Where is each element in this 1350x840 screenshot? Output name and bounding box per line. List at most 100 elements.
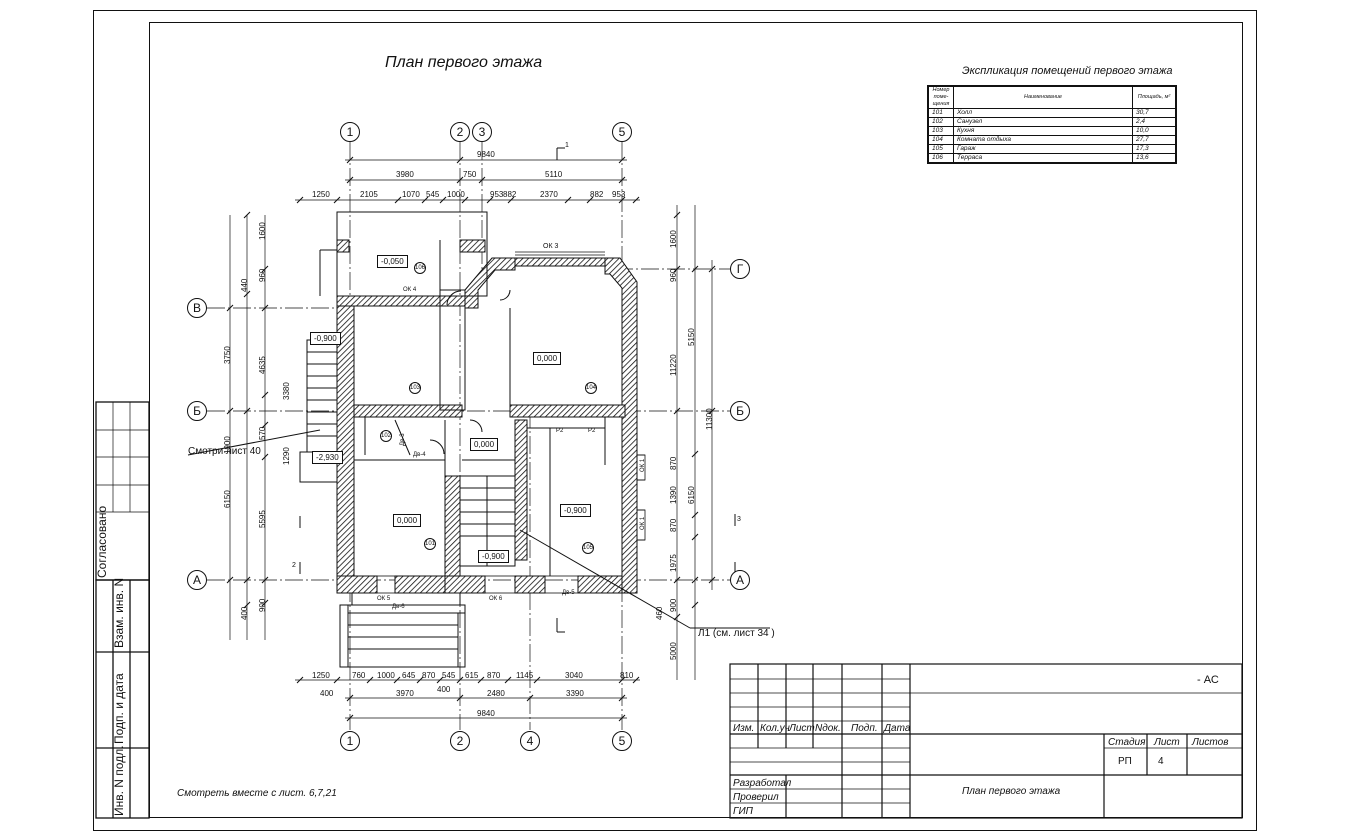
axis-marker-left-b: Б [187, 401, 207, 421]
dim-bottom-total: 9840 [477, 709, 495, 718]
axis-marker-top-1: 1 [340, 122, 360, 142]
dim-top-total: 9840 [477, 150, 495, 159]
dim-right-outer: 1600 [669, 230, 678, 248]
dim-bottom-row1: 3040 [565, 671, 583, 680]
dim-left-outer: 3750 [223, 346, 232, 364]
dim-top-row2: 2370 [540, 190, 558, 199]
window-label: ОК 4 [403, 287, 417, 293]
dim-top-row2: 882 [503, 190, 517, 199]
dim-bottom-row2: 3390 [566, 689, 584, 698]
gip-label: ГИП [733, 806, 753, 817]
dim-right-inner: 460 [655, 606, 664, 620]
room-marker-101: 101 [424, 538, 436, 550]
footnote: Смотреть вместе с лист. 6,7,21 [177, 788, 337, 799]
dim-left-outer: 440 [240, 278, 249, 292]
axis-marker-bottom-1: 1 [340, 731, 360, 751]
stage-label: Стадия [1108, 737, 1146, 748]
title-block-grid [729, 663, 1243, 819]
window-label: ОК 5 [377, 596, 391, 602]
dim-top-row2: 2105 [360, 190, 378, 199]
l1-note: Л1 (см. лист 34 ) [698, 628, 775, 639]
axis-marker-right-b: Б [730, 401, 750, 421]
level-mark: 0,000 [470, 438, 499, 451]
tb-col-header: Подп. [851, 723, 878, 734]
room-area: 13,6 [1132, 153, 1177, 164]
axis-marker-left-a: А [187, 570, 207, 590]
axis-marker-top-2: 2 [450, 122, 470, 142]
dim-top-row2: 953 [612, 190, 626, 199]
level-mark: -2,930 [312, 451, 343, 464]
window-label: ОК 6 [489, 596, 503, 602]
dim-bottom-row2: 400 [320, 689, 334, 698]
dim-bottom-row1: 760 [352, 671, 366, 680]
room-area: 17,3 [1132, 144, 1177, 154]
dim-right-outer: 5150 [687, 328, 696, 346]
dim-top-row1: 5110 [545, 170, 563, 179]
dim-bottom-row1: 545 [442, 671, 456, 680]
dim-left-inner: 5595 [258, 510, 267, 528]
dim-left-inner: 3380 [282, 382, 291, 400]
dim-top-row2: 882 [590, 190, 604, 199]
axis-marker-bottom-5: 5 [612, 731, 632, 751]
dim-right-inner: 1975 [669, 554, 678, 572]
dim-bottom-row1: 810 [620, 671, 634, 680]
dim-bottom-row2: 3970 [396, 689, 414, 698]
axis-marker-top-3: 3 [472, 122, 492, 142]
dim-right-outer: 5000 [669, 642, 678, 660]
level-mark: -0,900 [478, 550, 509, 563]
dim-right-inner: 900 [669, 598, 678, 612]
dim-left-inner: 1290 [282, 447, 291, 465]
dim-left-inner: 4635 [258, 356, 267, 374]
drawing-title: План первого этажа [385, 54, 543, 71]
tb-col-header: Кол.уч [760, 723, 790, 734]
dim-left-outer: 1600 [258, 222, 267, 240]
explication-table: Номер поме-щения Наименование Площадь, м… [927, 85, 1177, 164]
dim-top-row2: 953 [490, 190, 504, 199]
section-mark-2: 2 [292, 562, 296, 569]
dim-top-row2: 545 [426, 190, 440, 199]
sheet-value: 4 [1158, 756, 1164, 767]
window-label: ОК 3 [543, 243, 559, 250]
room-marker-105: 105 [582, 542, 594, 554]
dim-left-outer: 6150 [223, 490, 232, 508]
dim-top-row2: 1070 [402, 190, 420, 199]
dim-left-inner: 570 [258, 426, 267, 440]
axis-marker-right-a: А [730, 570, 750, 590]
dim-bottom-row2: 400 [437, 685, 451, 694]
developed-label: Разработал [733, 778, 792, 789]
door-label: Дв-3 [400, 433, 406, 446]
room-marker-103: 103 [409, 382, 421, 394]
sheet-outer-frame [93, 10, 1257, 831]
room-marker-104: 104 [585, 382, 597, 394]
room-marker-102: 102 [380, 430, 392, 442]
tb-col-header: Nдок. [815, 723, 841, 734]
tb-col-header: Лист [789, 723, 815, 734]
axis-marker-top-5: 5 [612, 122, 632, 142]
sheets-label: Листов [1192, 737, 1229, 748]
room-name: Гараж [953, 144, 1133, 154]
dim-bottom-row2: 2480 [487, 689, 505, 698]
checked-label: Проверил [733, 792, 779, 803]
dim-bottom-row1: 1250 [312, 671, 330, 680]
dim-right-inner: 870 [669, 456, 678, 470]
level-mark: -0,900 [310, 332, 341, 345]
dim-top-row2: 1000 [447, 190, 465, 199]
door-label: Дв-6 [392, 604, 405, 610]
dim-left-inner: 900 [258, 598, 267, 612]
dim-top-row1: 3980 [396, 170, 414, 179]
axis-marker-bottom-4: 4 [520, 731, 540, 751]
dim-left-outer: 400 [240, 606, 249, 620]
door-label: Дв-4 [413, 452, 426, 458]
sheet-title: План первого этажа [962, 786, 1061, 797]
level-mark: 0,000 [393, 514, 422, 527]
dim-right-inner: 1390 [669, 486, 678, 504]
dim-bottom-row1: 1000 [377, 671, 395, 680]
dim-bottom-row1: 615 [465, 671, 479, 680]
room-name: Терраса [953, 153, 1133, 164]
dim-bottom-row1: 870 [422, 671, 436, 680]
stage-value: РП [1118, 756, 1132, 767]
section-mark-3: 3 [737, 516, 741, 523]
